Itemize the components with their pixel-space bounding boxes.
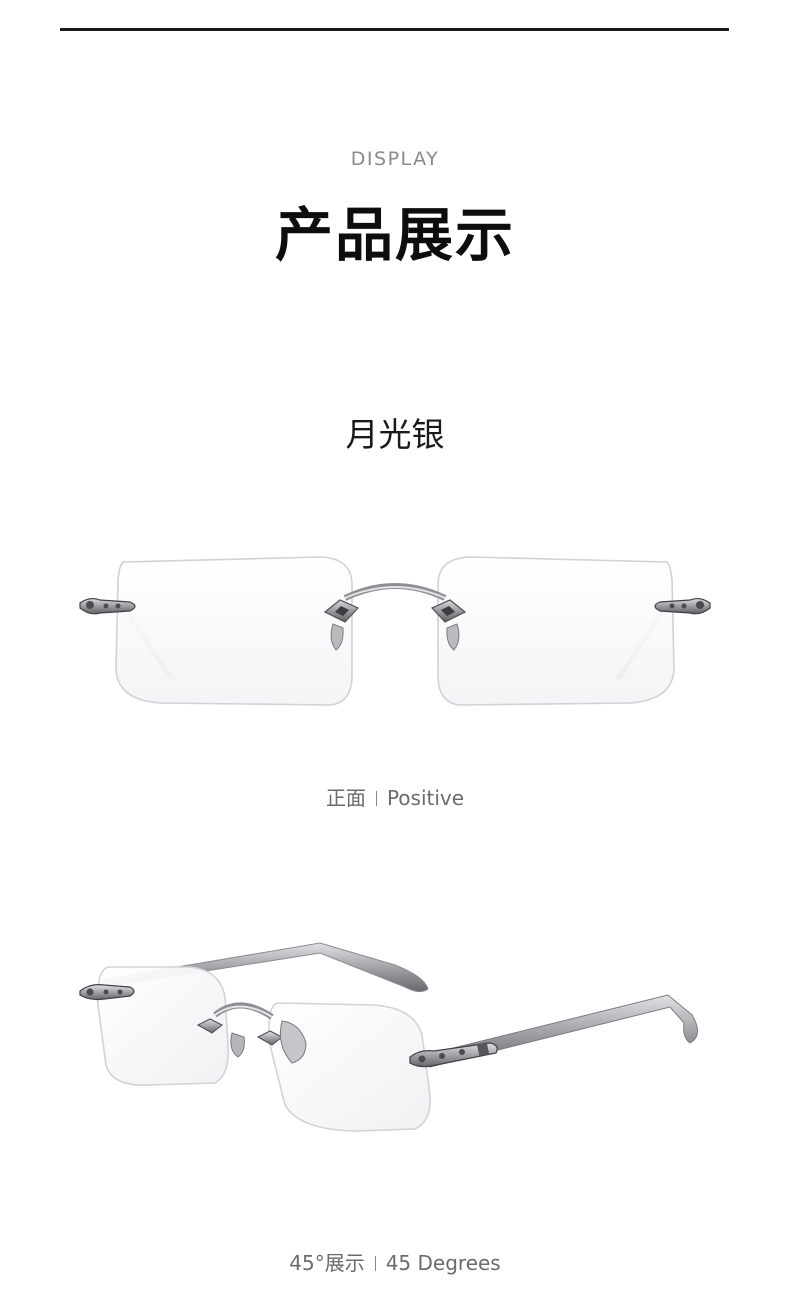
angle-view-image — [0, 925, 790, 1155]
angle-caption-cn: 45°展示 — [289, 1251, 365, 1275]
caption-separator — [374, 1256, 376, 1271]
top-divider — [60, 28, 729, 31]
front-caption-en: Positive — [386, 786, 465, 810]
color-name-label: 月光银 — [342, 408, 448, 456]
front-caption-cn: 正面 — [325, 786, 366, 810]
glasses-front-illustration — [79, 556, 711, 706]
color-label-wrap: 月光银 — [0, 408, 790, 456]
front-view-image — [0, 540, 790, 730]
glasses-45-degree-illustration — [79, 942, 698, 1132]
front-view-caption: 正面 Positive — [0, 782, 790, 811]
angle-view-caption: 45°展示 45 Degrees — [0, 1247, 790, 1276]
section-title-en: DISPLAY — [350, 148, 440, 170]
angle-caption-en: 45 Degrees — [385, 1251, 501, 1275]
section-title: 产品展示 — [274, 201, 515, 269]
caption-separator — [375, 791, 377, 806]
